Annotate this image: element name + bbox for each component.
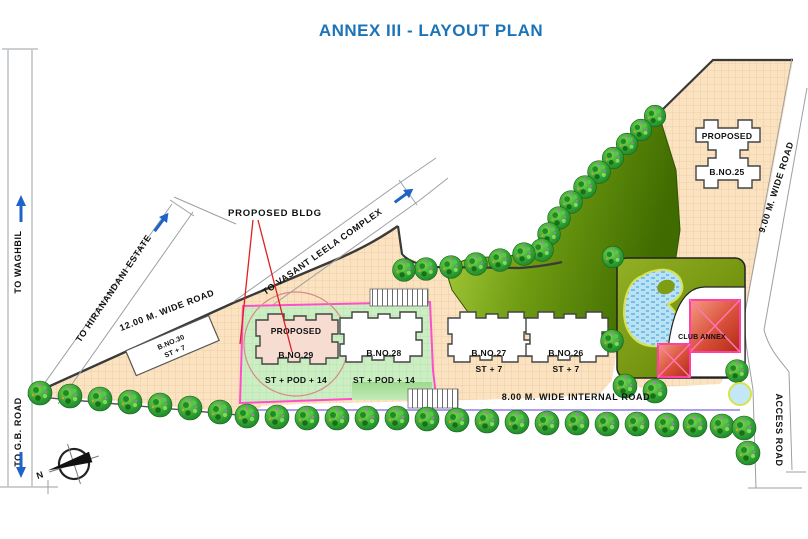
tree-icon — [488, 248, 512, 272]
arrow-hiranandani — [153, 212, 169, 233]
tree-icon — [324, 405, 350, 431]
arrow-south-gb — [16, 452, 26, 478]
tree-icon — [444, 407, 470, 433]
page-title: ANNEX III - LAYOUT PLAN — [319, 21, 543, 40]
building-b25-footprint — [695, 119, 761, 189]
parking-strip — [369, 288, 429, 307]
tree-icon — [643, 104, 667, 128]
tree-icon — [624, 411, 650, 437]
b28-floors: ST + POD + 14 — [353, 375, 415, 385]
b28-number: B.NO.28 — [366, 348, 401, 358]
tree-icon — [414, 257, 438, 281]
tree-icon — [234, 403, 260, 429]
tree-icon — [27, 380, 53, 406]
b27-floors: ST + 7 — [475, 364, 502, 374]
b26-number: B.NO.26 — [548, 348, 583, 358]
tree-icon — [354, 405, 380, 431]
tree-icon — [564, 410, 590, 436]
gb-road-label: TO G.B. ROAD — [13, 397, 23, 467]
arrow-north-waghbil — [16, 195, 26, 222]
tree-icon — [615, 132, 639, 156]
arrow-vasant — [393, 188, 414, 204]
club-building-small — [657, 343, 691, 378]
tree-icon — [573, 175, 597, 199]
tree-icon — [725, 359, 749, 383]
b29-status: PROPOSED — [271, 326, 322, 336]
tree-icon — [177, 395, 203, 421]
tree-icon — [642, 378, 668, 404]
tree-icon — [601, 245, 625, 269]
tree-icon — [530, 238, 554, 262]
tree-icon — [735, 440, 761, 466]
tree-icon — [587, 160, 611, 184]
building-b30 — [124, 314, 220, 377]
pond-circle — [728, 382, 752, 406]
b25-number: B.NO.25 — [709, 167, 744, 177]
parking-strip — [407, 388, 459, 409]
tree-icon — [601, 146, 625, 170]
tree-icon — [57, 383, 83, 409]
tree-icon — [731, 415, 757, 441]
tree-icon — [504, 409, 530, 435]
tree-icon — [654, 412, 680, 438]
tree-icon — [559, 190, 583, 214]
tree-icon — [464, 252, 488, 276]
leader-line — [239, 219, 254, 345]
leader-line — [257, 219, 293, 353]
tree-icon — [207, 399, 233, 425]
tree-icon — [612, 373, 638, 399]
tree-icon — [384, 405, 410, 431]
proposed-bldg-label: PROPOSED BLDG — [228, 208, 322, 219]
b29-floors: ST + POD + 14 — [265, 375, 327, 385]
hiranandani-label: TO HIRANANDANI ESTATE — [74, 233, 154, 344]
building-labels: PROPOSED B.NO.29 ST + POD + 14 B.NO.28 S… — [157, 131, 753, 385]
tree-row — [27, 104, 761, 466]
b26-floors: ST + 7 — [552, 364, 579, 374]
tree-icon — [534, 410, 560, 436]
tree-icon — [117, 389, 143, 415]
b27-number: B.NO.27 — [471, 348, 506, 358]
north-arrow: N — [35, 443, 99, 485]
waghbil-label: TO WAGHBIL — [13, 230, 23, 293]
internal-road-label: 8.00 M. WIDE INTERNAL ROAD — [502, 392, 650, 402]
pool-island — [657, 279, 675, 295]
building-b29-footprint — [255, 313, 339, 365]
tree-icon — [629, 118, 653, 142]
access-road-label: ACCESS ROAD — [774, 393, 784, 466]
club-annex-label: CLUB ANNEX — [678, 334, 726, 341]
building-b28-footprint — [339, 311, 423, 363]
tree-icon — [600, 329, 624, 353]
tree-icon — [594, 411, 620, 437]
tree-icon — [474, 408, 500, 434]
north-letter: N — [35, 469, 44, 481]
tree-icon — [709, 413, 735, 439]
tree-icon — [512, 242, 536, 266]
buildings — [124, 119, 761, 377]
tree-icon — [264, 404, 290, 430]
tree-icon — [682, 412, 708, 438]
tree-icon — [87, 386, 113, 412]
proposed-bldg-annotation: PROPOSED BLDG — [228, 208, 322, 353]
tree-icon — [294, 405, 320, 431]
tree-icon — [147, 392, 173, 418]
b25-status: PROPOSED — [702, 131, 753, 141]
b29-number: B.NO.29 — [278, 350, 313, 360]
tree-icon — [414, 406, 440, 432]
club-building — [689, 299, 741, 353]
club-area: CLUB ANNEX — [616, 257, 746, 379]
tree-icon — [439, 255, 463, 279]
tree-icon — [392, 258, 416, 282]
